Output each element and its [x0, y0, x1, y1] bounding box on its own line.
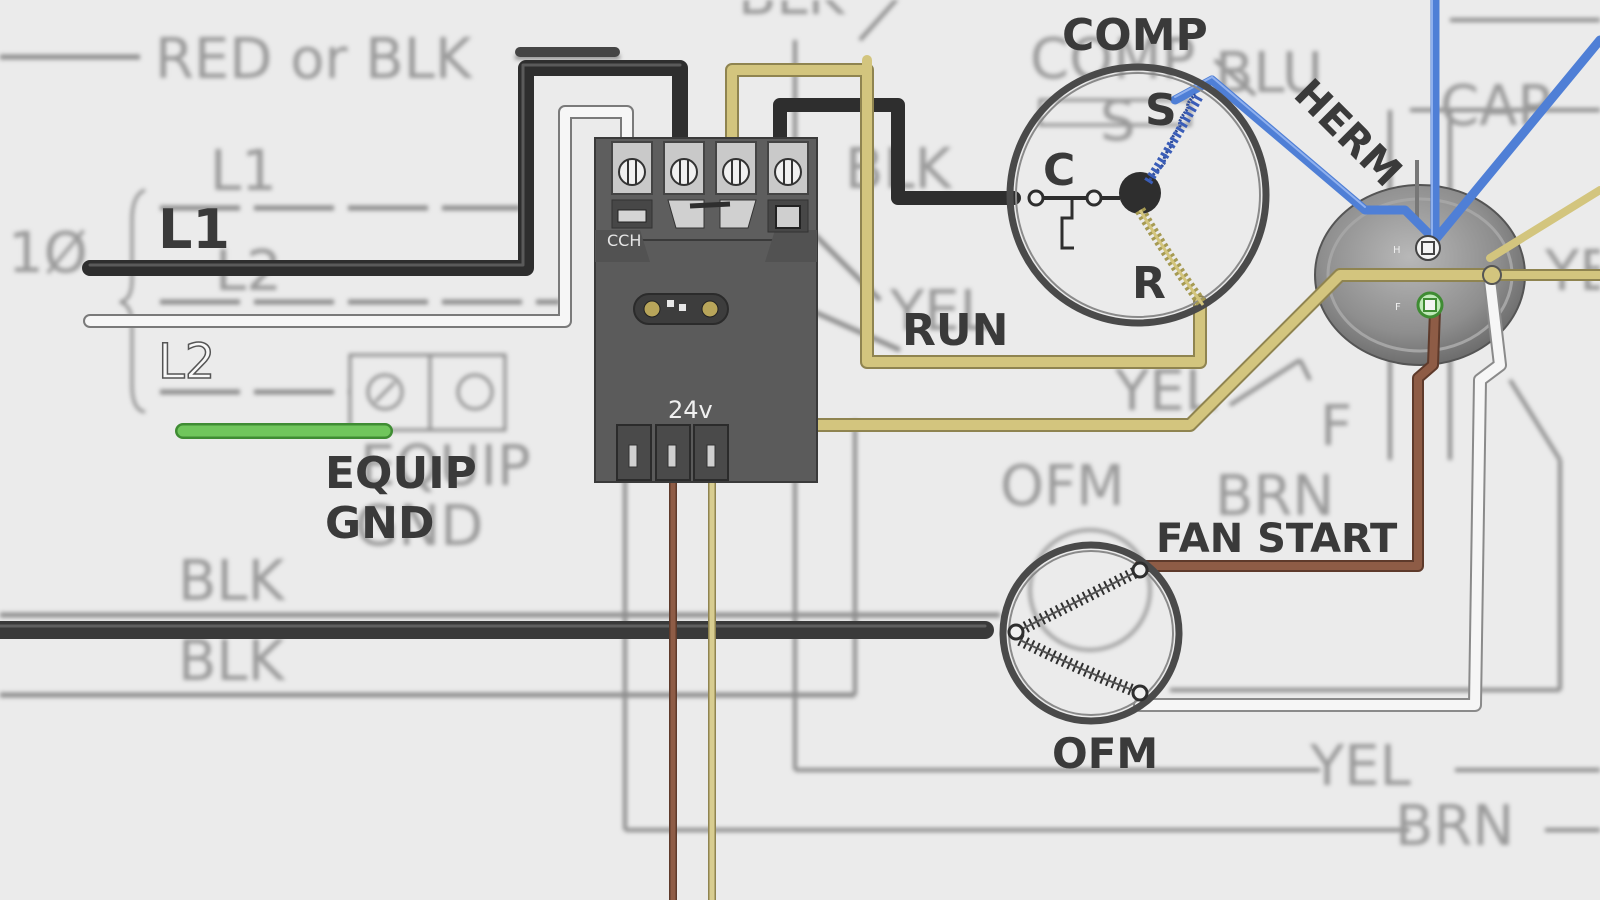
bg-label-blk-1: BLK [178, 549, 286, 614]
compressor: COMP C S R [1006, 10, 1270, 327]
label-l2: L2 [158, 334, 215, 390]
contactor-terminal-1[interactable] [611, 141, 653, 195]
brown-wires [669, 304, 1441, 900]
bg-label-yel-bottom: YEL [1309, 734, 1411, 799]
bg-label-equip: EQUIP [360, 434, 531, 499]
bg-label-ofm: OFM [1000, 454, 1125, 519]
bg-label-blk-2: BLK [178, 629, 286, 694]
capacitor-terminals: H F [1393, 235, 1502, 319]
outdoor-fan-motor: OFM [999, 541, 1183, 778]
compressor-terminal-s: S [1145, 85, 1177, 136]
label-gnd: GND [325, 498, 434, 549]
label-l1: L1 [158, 198, 230, 261]
ofm-label: OFM [1052, 729, 1158, 778]
bg-label-gnd: GND [355, 494, 483, 559]
bg-label-brn-bottom: BRN [1395, 794, 1514, 859]
cap-label-f: F [1395, 302, 1401, 313]
compressor-terminal-c: C [1043, 145, 1075, 196]
contactor-label-cch: CCH [607, 231, 641, 250]
black-wires [0, 47, 1021, 639]
label-fan-start: FAN START [1156, 516, 1398, 562]
bg-label-s: S [1100, 89, 1136, 154]
cap-label-h: H [1393, 245, 1401, 256]
white-wires [83, 105, 1507, 712]
contactor[interactable]: CCH 24v [594, 137, 818, 483]
contactor-label-24v: 24v [668, 396, 713, 424]
bg-label-l1: L1 [210, 139, 277, 204]
contactor-terminal-2[interactable] [663, 141, 705, 195]
bg-label-comp: COMP [1030, 27, 1195, 92]
compressor-label: COMP [1062, 10, 1208, 61]
contactor-terminal-3[interactable] [715, 141, 757, 195]
bg-label-brn: BRN [1215, 464, 1334, 529]
bg-label-blk-top: BLK [738, 0, 846, 28]
label-equip: EQUIP [325, 448, 477, 499]
bg-label-yel-1: YEL [889, 279, 991, 344]
bg-label-f: F [1320, 394, 1352, 459]
compressor-terminal-r: R [1132, 258, 1166, 309]
contactor-terminal-4[interactable] [767, 141, 809, 195]
bg-label-red-or-blk: RED or BLK [155, 27, 473, 92]
bg-label-phase: 1Ø [8, 221, 88, 286]
label-herm: HERM [1285, 71, 1410, 196]
label-run: RUN [902, 305, 1008, 356]
herm-blue-wire-highlights [1174, 0, 1433, 236]
